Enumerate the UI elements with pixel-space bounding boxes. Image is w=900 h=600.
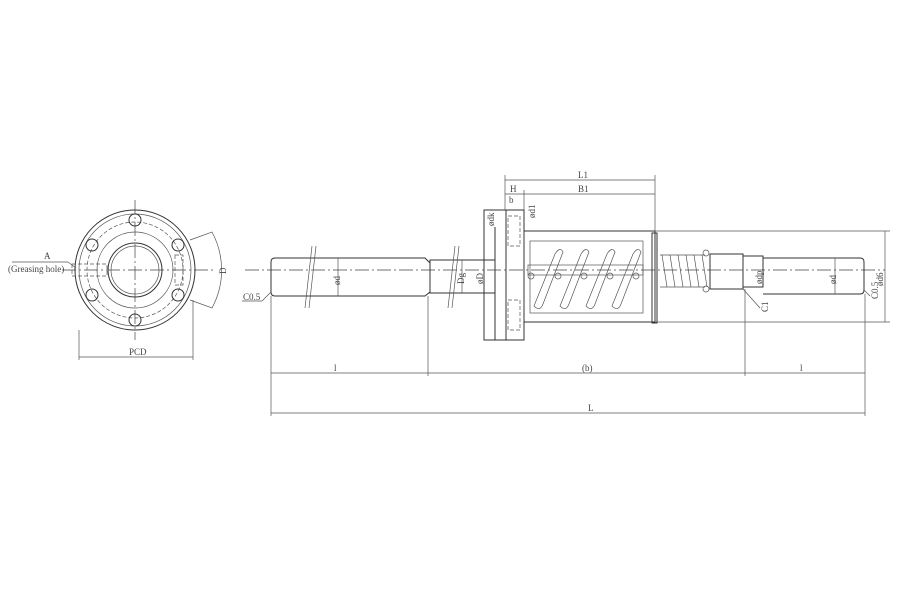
label-d6: ød6 — [875, 272, 885, 286]
label-pcd: PCD — [129, 347, 147, 357]
label-l1: L1 — [578, 170, 588, 180]
label-dk: ødk — [486, 212, 496, 226]
dim-total-l: L — [588, 403, 594, 413]
label-shaft-d: ød — [332, 276, 342, 286]
bolt-holes — [85, 213, 185, 327]
chamfer-left: C0.5 — [243, 292, 261, 302]
label-d1: ød1 — [527, 205, 537, 219]
label-bigD: øD — [475, 273, 485, 285]
label-d2: ød — [828, 275, 838, 285]
label-a: A — [44, 251, 51, 261]
label-dg: Dg — [456, 273, 466, 284]
label-d: D — [218, 267, 228, 274]
chamfer-right: C0.5 — [870, 281, 880, 299]
dim-l-right: l — [800, 363, 803, 373]
dim-l-left: l — [334, 363, 337, 373]
chamfer-c1: C1 — [760, 301, 770, 312]
label-dp: ødp — [754, 270, 764, 284]
dim-b: (b) — [582, 363, 593, 373]
end-view: A (Greasing hole) PCD D — [8, 200, 228, 360]
ball-circuit — [527, 249, 644, 309]
label-b: b — [509, 195, 514, 205]
label-greasing-hole: (Greasing hole) — [8, 264, 64, 274]
label-h: H — [510, 184, 517, 194]
side-view: L1 B1 H b ød1 ødk ød Dg øD ødp ød ød6 C0… — [242, 170, 890, 416]
label-b1: B1 — [578, 184, 589, 194]
